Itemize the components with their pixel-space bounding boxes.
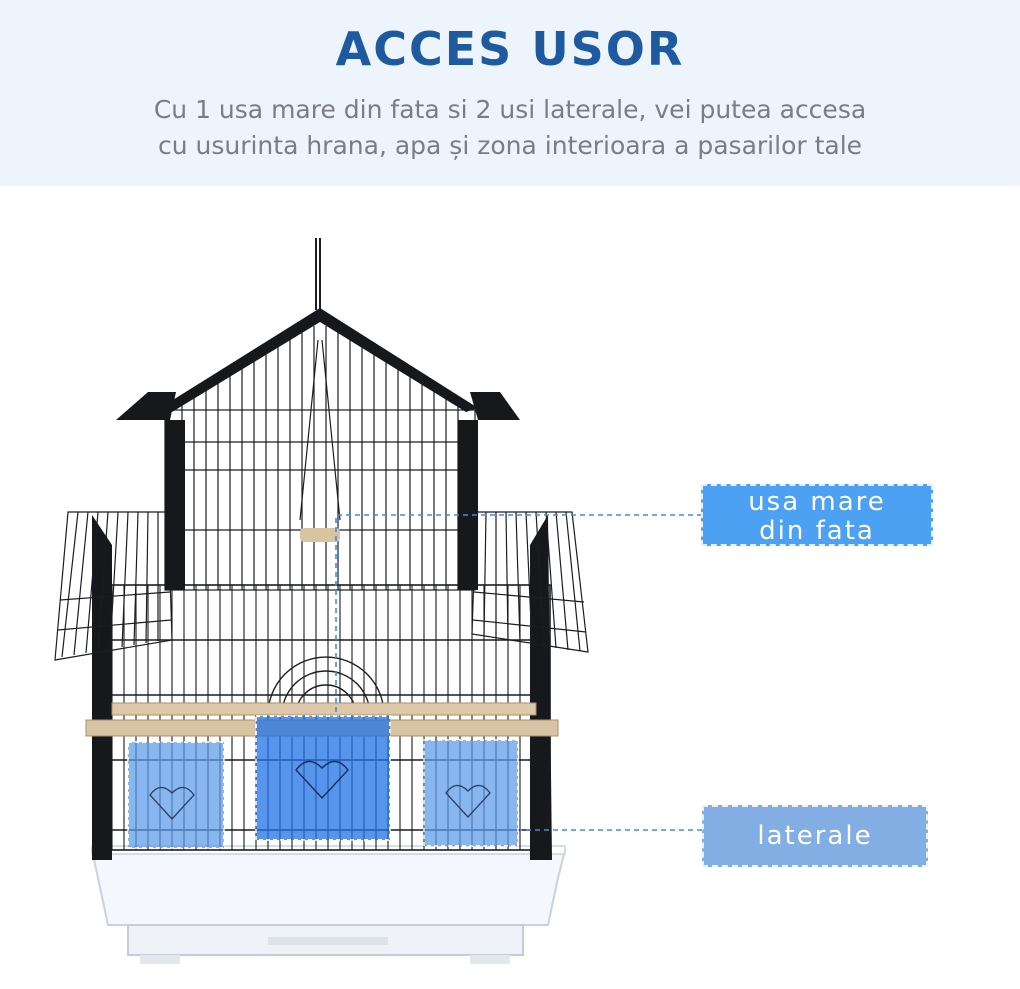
tower-roof (116, 238, 520, 420)
left-wing-roof (54, 511, 173, 661)
bird-cage-illustration (54, 238, 702, 964)
leader-lines (335, 514, 702, 831)
right-wing-roof (471, 511, 589, 653)
front-door-highlight (255, 715, 391, 841)
subtitle-line-1: Cu 1 usa mare din fata si 2 usi laterale… (153, 95, 867, 124)
side-doors-callout: laterale (702, 805, 928, 867)
page-subtitle: Cu 1 usa mare din fata si 2 usi laterale… (0, 92, 1020, 164)
right-side-door-highlight (423, 739, 519, 847)
cage-tower (164, 326, 478, 591)
side-doors-label: laterale (757, 821, 873, 851)
header-banner: ACCES USOR Cu 1 usa mare din fata si 2 u… (0, 0, 1020, 186)
cage-base (90, 845, 567, 964)
front-door-label-line-1: usa mare (748, 487, 886, 517)
front-door-label-line-2: din fata (759, 516, 875, 546)
front-door-callout: usa mare din fata (701, 484, 933, 546)
perches (85, 528, 559, 737)
page-title: ACCES USOR (335, 22, 685, 76)
subtitle-line-2: cu usurinta hrana, apa și zona interioar… (157, 131, 863, 160)
left-side-door-highlight (127, 741, 225, 849)
